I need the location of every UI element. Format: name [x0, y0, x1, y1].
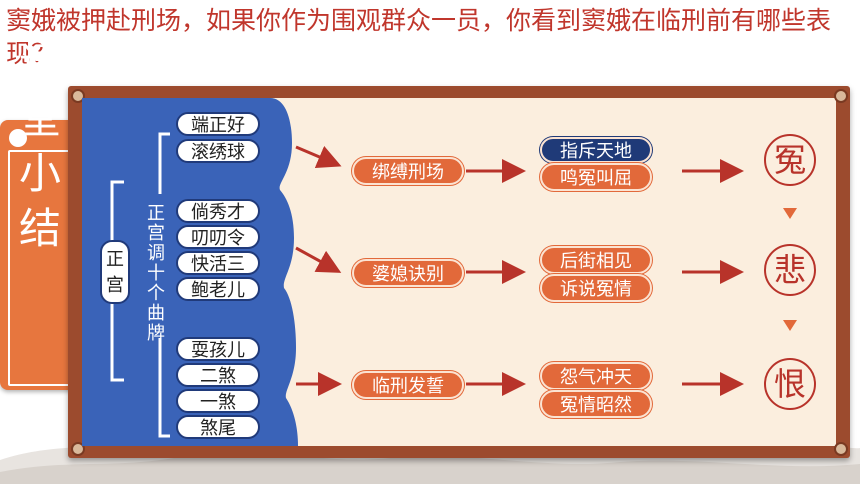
action-pill: 冤情昭然	[540, 390, 652, 418]
tune-pill: 煞尾	[176, 415, 260, 439]
tune-pill: 一煞	[176, 389, 260, 413]
tune-pill: 鲍老儿	[176, 277, 260, 301]
scene-pill: 临刑发誓	[352, 371, 464, 399]
side-title-char-3: 小	[18, 149, 61, 198]
scene-pill: 绑缚刑场	[352, 157, 464, 185]
scene-pill: 婆媳诀别	[352, 259, 464, 287]
zhenggong-char-1: 正	[106, 249, 124, 270]
tune-caption-char: 曲	[147, 303, 165, 324]
zhenggong-char-2: 宫	[106, 275, 124, 296]
emotion-circle: 恨	[764, 358, 816, 410]
tune-pill: 端正好	[176, 112, 260, 136]
question-text: 窦娥被押赴刑场，如果你作为围观群众一员，你看到窦娥在临刑前有哪些表现？	[6, 6, 832, 68]
down-triangle-icon	[783, 320, 797, 331]
tab-dot-icon	[9, 129, 27, 147]
tune-pill: 倘秀才	[176, 199, 260, 223]
knob-icon	[834, 442, 848, 456]
tune-caption-char: 调	[147, 243, 165, 264]
tune-caption-char: 十	[147, 263, 165, 284]
action-pill: 鸣冤叫屈	[540, 163, 652, 191]
action-pill: 指斥天地	[540, 137, 652, 163]
emotion-circle: 悲	[764, 244, 816, 296]
action-pill: 怨气冲天	[540, 362, 652, 390]
tune-caption-char: 个	[147, 283, 165, 304]
tune-pill: 二煞	[176, 363, 260, 387]
knob-icon	[71, 442, 85, 456]
side-title: 课 堂 小 结	[12, 36, 68, 256]
tune-caption-char: 宫	[147, 223, 165, 244]
action-pill: 后街相见	[540, 246, 652, 274]
knob-icon	[71, 89, 85, 103]
tune-caption-char: 牌	[147, 323, 165, 344]
emotion-circle: 冤	[764, 134, 816, 186]
side-tab	[0, 120, 78, 390]
tune-caption-char: 正	[147, 203, 165, 224]
zhenggong-box: 正 宫	[100, 240, 130, 304]
side-title-char-4: 结	[18, 204, 61, 253]
tune-pill: 快活三	[176, 251, 260, 275]
down-triangle-icon	[783, 208, 797, 219]
action-pill: 诉说冤情	[540, 274, 652, 302]
tune-caption: 正 宫 调 十 个 曲 牌	[145, 204, 167, 344]
tune-pill: 滚绣球	[176, 139, 260, 163]
side-title-char-2: 堂	[18, 94, 61, 143]
knob-icon	[834, 89, 848, 103]
side-title-char-1: 课	[18, 39, 61, 88]
tune-pill: 叨叨令	[176, 225, 260, 249]
tune-pill: 耍孩儿	[176, 337, 260, 361]
